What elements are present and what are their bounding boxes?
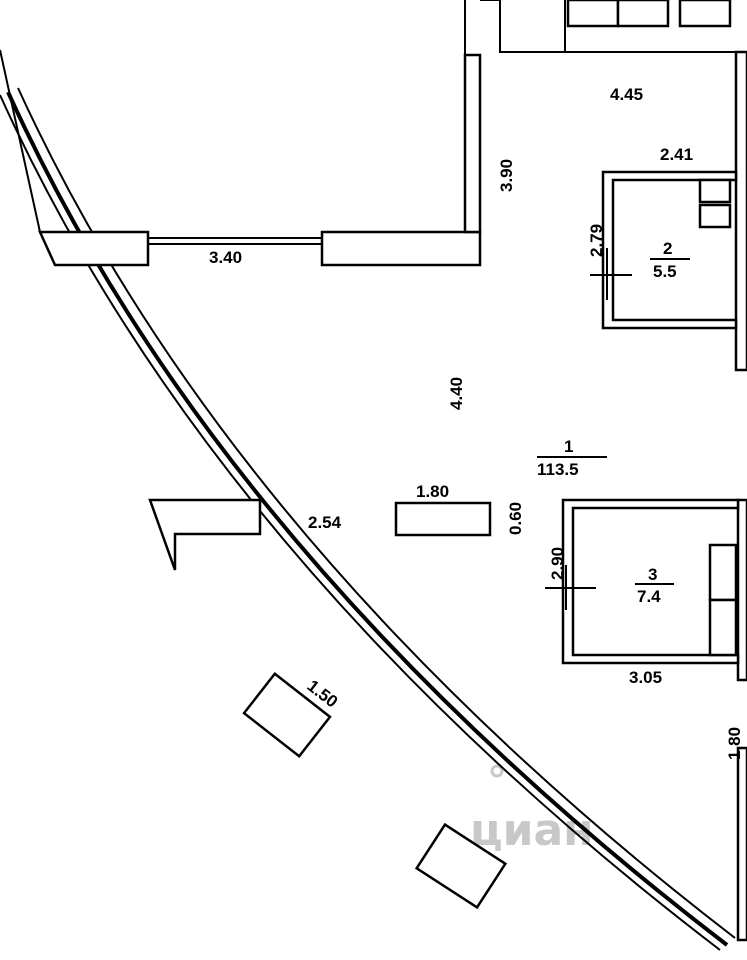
room-1-label: 1 113.5: [537, 437, 607, 479]
dim-label: 4.45: [610, 85, 643, 104]
closet: [678, 0, 732, 28]
room-area: 5.5: [653, 262, 677, 281]
watermark: циан: [470, 764, 594, 856]
room-number: 3: [648, 565, 657, 584]
dim-label: 2.79: [587, 224, 606, 257]
watermark-text: циан: [470, 805, 594, 856]
room-2-label: 2 5.5: [650, 239, 690, 281]
window-frames: [242, 671, 508, 910]
room-area: 113.5: [537, 460, 579, 479]
dim-label: 3.05: [629, 668, 662, 687]
room-3-walls: [561, 498, 740, 665]
cian-logo-icon: [490, 764, 504, 778]
window-frame: [242, 671, 332, 759]
column: [394, 501, 492, 537]
dim-label: 1.80: [725, 727, 744, 760]
dim-label: 2.90: [548, 547, 567, 580]
dimension-labels: 4.45 3.90 2.41 2.79 3.40 4.40 1.80 2.54 …: [209, 85, 744, 760]
dim-label: 0.60: [506, 502, 525, 535]
dim-label: 3.40: [209, 248, 242, 267]
dim-label: 2.54: [308, 513, 342, 532]
closet: [566, 0, 620, 28]
closet: [616, 0, 670, 28]
room-number: 2: [663, 239, 672, 258]
dim-label: 1.80: [416, 482, 449, 501]
dim-label: 3.90: [497, 159, 516, 192]
room-area: 7.4: [637, 587, 661, 606]
window-frame: [414, 822, 508, 910]
dim-label: 4.40: [447, 377, 466, 410]
room-2-walls: [601, 170, 738, 330]
room-labels: 1 113.5 2 5.5 3 7.4: [537, 239, 690, 606]
dim-label: 2.41: [660, 145, 693, 164]
curved-exterior-wall: [0, 87, 736, 951]
room-3-label: 3 7.4: [635, 565, 674, 606]
room-number: 1: [564, 437, 573, 456]
